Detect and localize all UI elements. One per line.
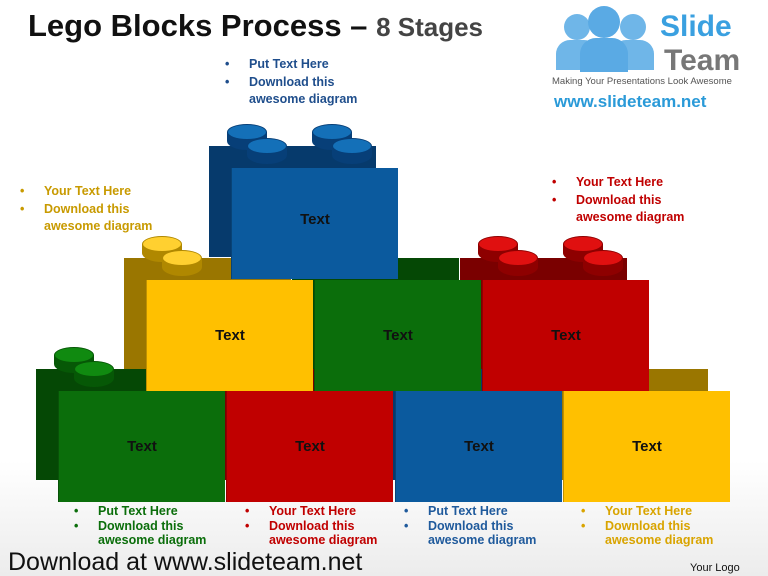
stud-top: [312, 124, 352, 140]
note-item: Download this: [404, 519, 536, 534]
note-item: awesome diagram: [576, 210, 685, 224]
download-watermark: Download at www.slideteam.net: [8, 548, 363, 576]
stud: [498, 250, 538, 276]
note-item: Put Text Here: [225, 56, 357, 74]
person-icon: [620, 14, 646, 40]
stud: [162, 250, 202, 276]
block-label: Text: [300, 211, 330, 228]
slideteam-logo: Slide Team Making Your Presentations Loo…: [552, 6, 757, 116]
person-icon: [588, 6, 620, 38]
note-item: awesome diagram: [249, 92, 358, 106]
note-item: awesome diagram: [428, 533, 537, 547]
stud: [74, 361, 114, 387]
block-label: Text: [295, 438, 325, 455]
stud-top: [247, 138, 287, 154]
block-label: Text: [383, 327, 413, 344]
note-item: Put Text Here: [74, 504, 206, 519]
note-item: Put Text Here: [404, 504, 536, 519]
stud-top: [54, 347, 94, 363]
note-item: Your Text Here: [245, 504, 377, 519]
your-logo-text: Your Logo: [690, 562, 740, 574]
note-item: Your Text Here: [552, 174, 684, 192]
person-icon: [564, 14, 590, 40]
stud-top: [332, 138, 372, 154]
note-item: Download this: [74, 519, 206, 534]
stud-top: [142, 236, 182, 252]
note-item: awesome diagram: [44, 219, 153, 233]
block-label: Text: [215, 327, 245, 344]
lego-block-4[interactable]: Text: [482, 280, 649, 391]
note-item: Download this: [20, 201, 152, 219]
lego-block-5[interactable]: Text: [58, 391, 225, 502]
lego-block-1[interactable]: Text: [231, 168, 398, 279]
note-item: Download this: [225, 74, 357, 92]
lego-block-3[interactable]: Text: [314, 280, 481, 391]
note-item: awesome diagram: [605, 533, 714, 547]
lego-block-8[interactable]: Text: [563, 391, 730, 502]
stud: [54, 347, 94, 373]
stud: [332, 138, 372, 164]
lego-block-6[interactable]: Text: [226, 391, 393, 502]
logo-tagline: Making Your Presentations Look Awesome: [552, 76, 732, 87]
stud-top: [74, 361, 114, 377]
note-item: Your Text Here: [581, 504, 713, 519]
stud-top: [162, 250, 202, 266]
slide-title: Lego Blocks Process – 8 Stages: [28, 8, 483, 44]
logo-slide: Slide: [660, 10, 732, 43]
title-main: Lego Blocks Process –: [28, 8, 368, 43]
stud-top: [498, 250, 538, 266]
person-icon: [580, 38, 628, 72]
note-item: Download this: [552, 192, 684, 210]
lego-block-7[interactable]: Text: [395, 391, 562, 502]
stud-top: [478, 236, 518, 252]
stud: [583, 250, 623, 276]
note-item: awesome diagram: [269, 533, 378, 547]
stud: [247, 138, 287, 164]
logo-team: Team: [664, 44, 741, 77]
logo-url[interactable]: www.slideteam.net: [554, 92, 707, 111]
stud-top: [583, 250, 623, 266]
note-item: Download this: [581, 519, 713, 534]
lego-block-2[interactable]: Text: [146, 280, 313, 391]
stud: [563, 236, 603, 262]
block-label: Text: [127, 438, 157, 455]
note-item: awesome diagram: [98, 533, 207, 547]
title-sub: 8 Stages: [376, 12, 484, 42]
block-label: Text: [551, 327, 581, 344]
note-item: Your Text Here: [20, 183, 152, 201]
block-label: Text: [464, 438, 494, 455]
stud-top: [227, 124, 267, 140]
note-item: Download this: [245, 519, 377, 534]
block-label: Text: [632, 438, 662, 455]
stud-top: [563, 236, 603, 252]
